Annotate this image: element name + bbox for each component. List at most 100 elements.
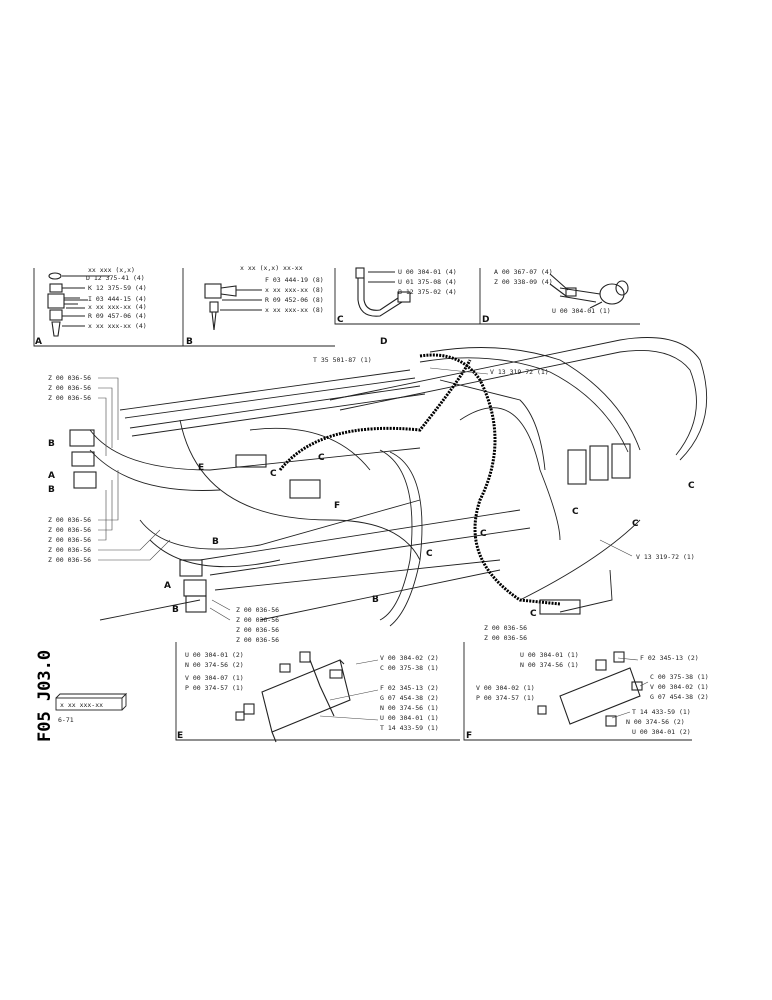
detail-e-item: P 00 374-57 (1) bbox=[185, 684, 244, 692]
callout-z: Z 00 036-56 bbox=[236, 636, 279, 644]
detail-e-item: U 00 304-01 (2) bbox=[185, 651, 244, 659]
marker-c: C bbox=[318, 453, 325, 463]
callout-z: Z 00 036-56 bbox=[236, 626, 279, 634]
inset-a-item: K 12 375-59 (4) bbox=[88, 284, 147, 292]
detail-f-item: U 00 304-01 (1) bbox=[520, 651, 579, 659]
sheet-code: F05 J03.0 bbox=[35, 650, 55, 742]
pipe-network bbox=[89, 337, 708, 627]
inset-tag-c: C bbox=[337, 315, 344, 325]
callout-z: Z 00 036-56 bbox=[48, 536, 91, 544]
inset-b-item: R 09 452-06 (8) bbox=[265, 296, 324, 304]
detail-e-item: N 00 374-56 (1) bbox=[380, 704, 439, 712]
inset-c-item: U 01 375-08 (4) bbox=[398, 278, 457, 286]
marker-b: B bbox=[212, 537, 219, 547]
marker-b: B bbox=[48, 439, 55, 449]
inset-frame-b bbox=[182, 268, 335, 347]
marker-b: B bbox=[48, 485, 55, 495]
reference-box bbox=[55, 697, 123, 711]
inset-b-item: x xx xxx-xx (8) bbox=[265, 306, 324, 314]
marker-b: B bbox=[172, 605, 179, 615]
inset-d-drawing bbox=[549, 273, 629, 309]
detail-e-item: C 00 375-38 (1) bbox=[380, 664, 439, 672]
leader-lines bbox=[98, 367, 649, 721]
marker-c: C bbox=[480, 529, 487, 539]
inset-tag-d: D bbox=[482, 315, 489, 325]
inset-d-item: U 00 304-01 (1) bbox=[552, 307, 611, 315]
callout-z: Z 00 036-56 bbox=[48, 546, 91, 554]
marker-c: C bbox=[270, 469, 277, 479]
inset-tag-a: A bbox=[35, 337, 42, 347]
detail-f-item: G 07 454-38 (2) bbox=[650, 693, 709, 701]
detail-e-item: V 00 304-02 (2) bbox=[380, 654, 439, 662]
detail-f-drawing bbox=[537, 651, 643, 727]
inset-b-drawing bbox=[204, 283, 262, 331]
inset-a-item: x xx xxx-xx (4) bbox=[88, 303, 147, 311]
callout-z: Z 00 036-56 bbox=[48, 394, 91, 402]
inset-b-header: x xx (x,x) xx-xx bbox=[240, 264, 303, 272]
armoured-hose bbox=[278, 353, 561, 606]
detail-e-item: G 07 454-38 (2) bbox=[380, 694, 439, 702]
callout-hose-2: V 13 319-72 (1) bbox=[636, 553, 695, 561]
marker-c: C bbox=[572, 507, 579, 517]
marker-e: E bbox=[198, 463, 204, 473]
callout-z: Z 00 036-56 bbox=[48, 516, 91, 524]
detail-e-item: N 00 374-56 (2) bbox=[185, 661, 244, 669]
detail-e-tag: E bbox=[177, 731, 183, 741]
inset-d-item: A 00 367-07 (4) bbox=[494, 268, 553, 276]
reference-code: x xx xxx-xx bbox=[60, 701, 103, 709]
detail-f-item: N 00 374-56 (1) bbox=[520, 661, 579, 669]
inset-a-item: R 09 457-06 (4) bbox=[88, 312, 147, 320]
callout-z: Z 00 036-56 bbox=[48, 526, 91, 534]
detail-f-item: N 00 374-56 (2) bbox=[626, 718, 685, 726]
inset-d-item: Z 00 338-09 (4) bbox=[494, 278, 553, 286]
detail-f-item: V 00 304-02 (1) bbox=[476, 684, 535, 692]
marker-a: A bbox=[164, 581, 171, 591]
inset-b-item: x xx xxx-xx (8) bbox=[265, 286, 324, 294]
marker-c: C bbox=[530, 609, 537, 619]
marker-b: B bbox=[372, 595, 379, 605]
inset-a-item: x xx xxx-xx (4) bbox=[88, 322, 147, 330]
detail-e-item: V 00 304-07 (1) bbox=[185, 674, 244, 682]
callout-z: Z 00 036-56 bbox=[236, 616, 279, 624]
detail-f-tag: F bbox=[466, 731, 472, 741]
detail-frame-f bbox=[463, 642, 692, 741]
inset-frame-d bbox=[479, 268, 640, 325]
marker-a: A bbox=[48, 471, 55, 481]
marker-c: C bbox=[688, 481, 695, 491]
callout-z: Z 00 036-56 bbox=[48, 556, 91, 564]
inset-tag-b: B bbox=[186, 337, 193, 347]
detail-frame-e bbox=[175, 642, 460, 741]
callout-z: Z 00 036-56 bbox=[484, 624, 527, 632]
inset-c-item: B 12 375-02 (4) bbox=[398, 288, 457, 296]
detail-f-item: P 00 374-57 (1) bbox=[476, 694, 535, 702]
marker-c: C bbox=[426, 549, 433, 559]
callout-z: Z 00 036-56 bbox=[48, 374, 91, 382]
marker-f: F bbox=[334, 501, 340, 511]
inset-c-drawing bbox=[355, 267, 411, 317]
detail-e-item: F 02 345-13 (2) bbox=[380, 684, 439, 692]
detail-f-item: U 00 304-01 (2) bbox=[632, 728, 691, 736]
callout-z: Z 00 036-56 bbox=[236, 606, 279, 614]
marker-c: C bbox=[632, 519, 639, 529]
inset-frame-a bbox=[33, 268, 183, 347]
valve-blocks bbox=[69, 429, 631, 615]
inset-a-drawing bbox=[47, 272, 110, 337]
callout-z: Z 00 036-56 bbox=[484, 634, 527, 642]
inset-a-item: I 03 444-15 (4) bbox=[88, 295, 147, 303]
detail-e-item: U 00 304-01 (1) bbox=[380, 714, 439, 722]
inset-b-item: F 03 444-19 (8) bbox=[265, 276, 324, 284]
inset-frame-c bbox=[334, 268, 480, 325]
detail-f-item: F 02 345-13 (2) bbox=[640, 654, 699, 662]
detail-f-item: C 00 375-38 (1) bbox=[650, 673, 709, 681]
detail-e-drawing bbox=[235, 651, 351, 743]
detail-e-item: T 14 433-59 (1) bbox=[380, 724, 439, 732]
inset-c-item: U 00 304-01 (4) bbox=[398, 268, 457, 276]
callout-hose-1: V 13 319-72 (1) bbox=[490, 368, 549, 376]
inset-a-item: D 12 375-41 (4) bbox=[86, 274, 145, 282]
detail-f-item: V 00 304-02 (1) bbox=[650, 683, 709, 691]
reference-small: 6-71 bbox=[58, 716, 74, 724]
callout-top-part: T 35 501-87 (1) bbox=[313, 356, 372, 364]
callout-z: Z 00 036-56 bbox=[48, 384, 91, 392]
detail-f-item: T 14 433-59 (1) bbox=[632, 708, 691, 716]
